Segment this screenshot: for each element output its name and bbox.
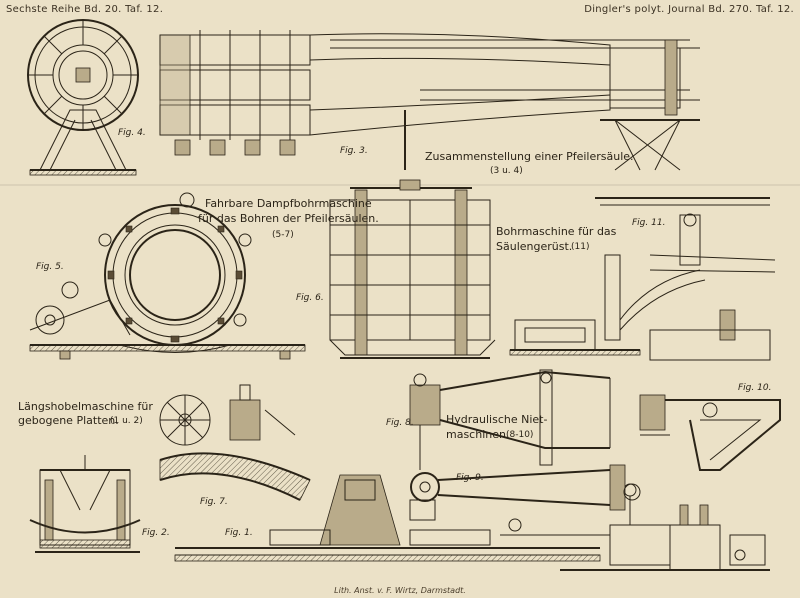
plate-header-right: Dingler's polyt. Journal Bd. 270. Taf. 1… xyxy=(584,4,794,15)
fig11-label: Fig. 11. xyxy=(632,218,666,228)
fig8-label: Fig. 8. xyxy=(386,418,414,428)
caption-planing-line1: Längshobelmaschine für xyxy=(18,400,153,413)
fig1-label: Fig. 1. xyxy=(225,528,253,538)
fig5-label: Fig. 5. xyxy=(36,262,64,272)
fig10-label: Fig. 10. xyxy=(738,383,772,393)
caption-scaffold-drill-ref: (11) xyxy=(571,242,590,252)
fig5-drawing xyxy=(29,192,306,360)
fig9-label: Fig. 9. xyxy=(456,473,484,483)
caption-scaffold-drill-line1: Bohrmaschine für das xyxy=(496,225,617,238)
fig3-label: Fig. 3. xyxy=(340,146,368,156)
fig8-drawing xyxy=(409,369,611,470)
fig2-label: Fig. 2. xyxy=(142,528,170,538)
plate-header-left: Sechste Reihe Bd. 20. Taf. 12. xyxy=(6,4,164,15)
lithographer-credit: Lith. Anst. v. F. Wirtz, Darmstadt. xyxy=(334,586,466,595)
caption-riveting-line2: maschinen. xyxy=(446,428,510,441)
fig7-drawing xyxy=(159,384,311,501)
fig7-label: Fig. 7. xyxy=(200,497,228,507)
fig1-drawing xyxy=(174,474,770,571)
caption-steam-drill-line2: für das Bohren der Pfeilersäulen. xyxy=(198,212,379,225)
caption-pillar-assembly-ref: (3 u. 4) xyxy=(490,166,523,176)
fig4-drawing xyxy=(27,19,139,176)
caption-pillar-assembly: Zusammenstellung einer Pfeilersäule. xyxy=(425,150,634,163)
fig11-drawing xyxy=(509,197,776,361)
caption-steam-drill-ref: (5-7) xyxy=(272,230,294,240)
caption-planing-ref: (1 u. 2) xyxy=(110,416,143,426)
fig2-drawing xyxy=(29,455,141,553)
fig6-label: Fig. 6. xyxy=(296,293,324,303)
caption-riveting-line1: Hydraulische Niet- xyxy=(446,413,548,426)
fig4-label: Fig. 4. xyxy=(118,128,146,138)
caption-planing-line2: gebogene Platten. xyxy=(18,414,119,427)
fig10-drawing xyxy=(639,394,781,471)
fig3-drawing xyxy=(159,30,700,171)
caption-riveting-ref: (8-10) xyxy=(506,430,534,440)
caption-steam-drill-line1: Fahrbare Dampfbohrmaschine xyxy=(205,197,372,210)
fig6-drawing xyxy=(329,179,496,359)
fig9-drawing xyxy=(409,464,641,521)
caption-scaffold-drill-line2: Säulengerüst. xyxy=(496,240,573,253)
